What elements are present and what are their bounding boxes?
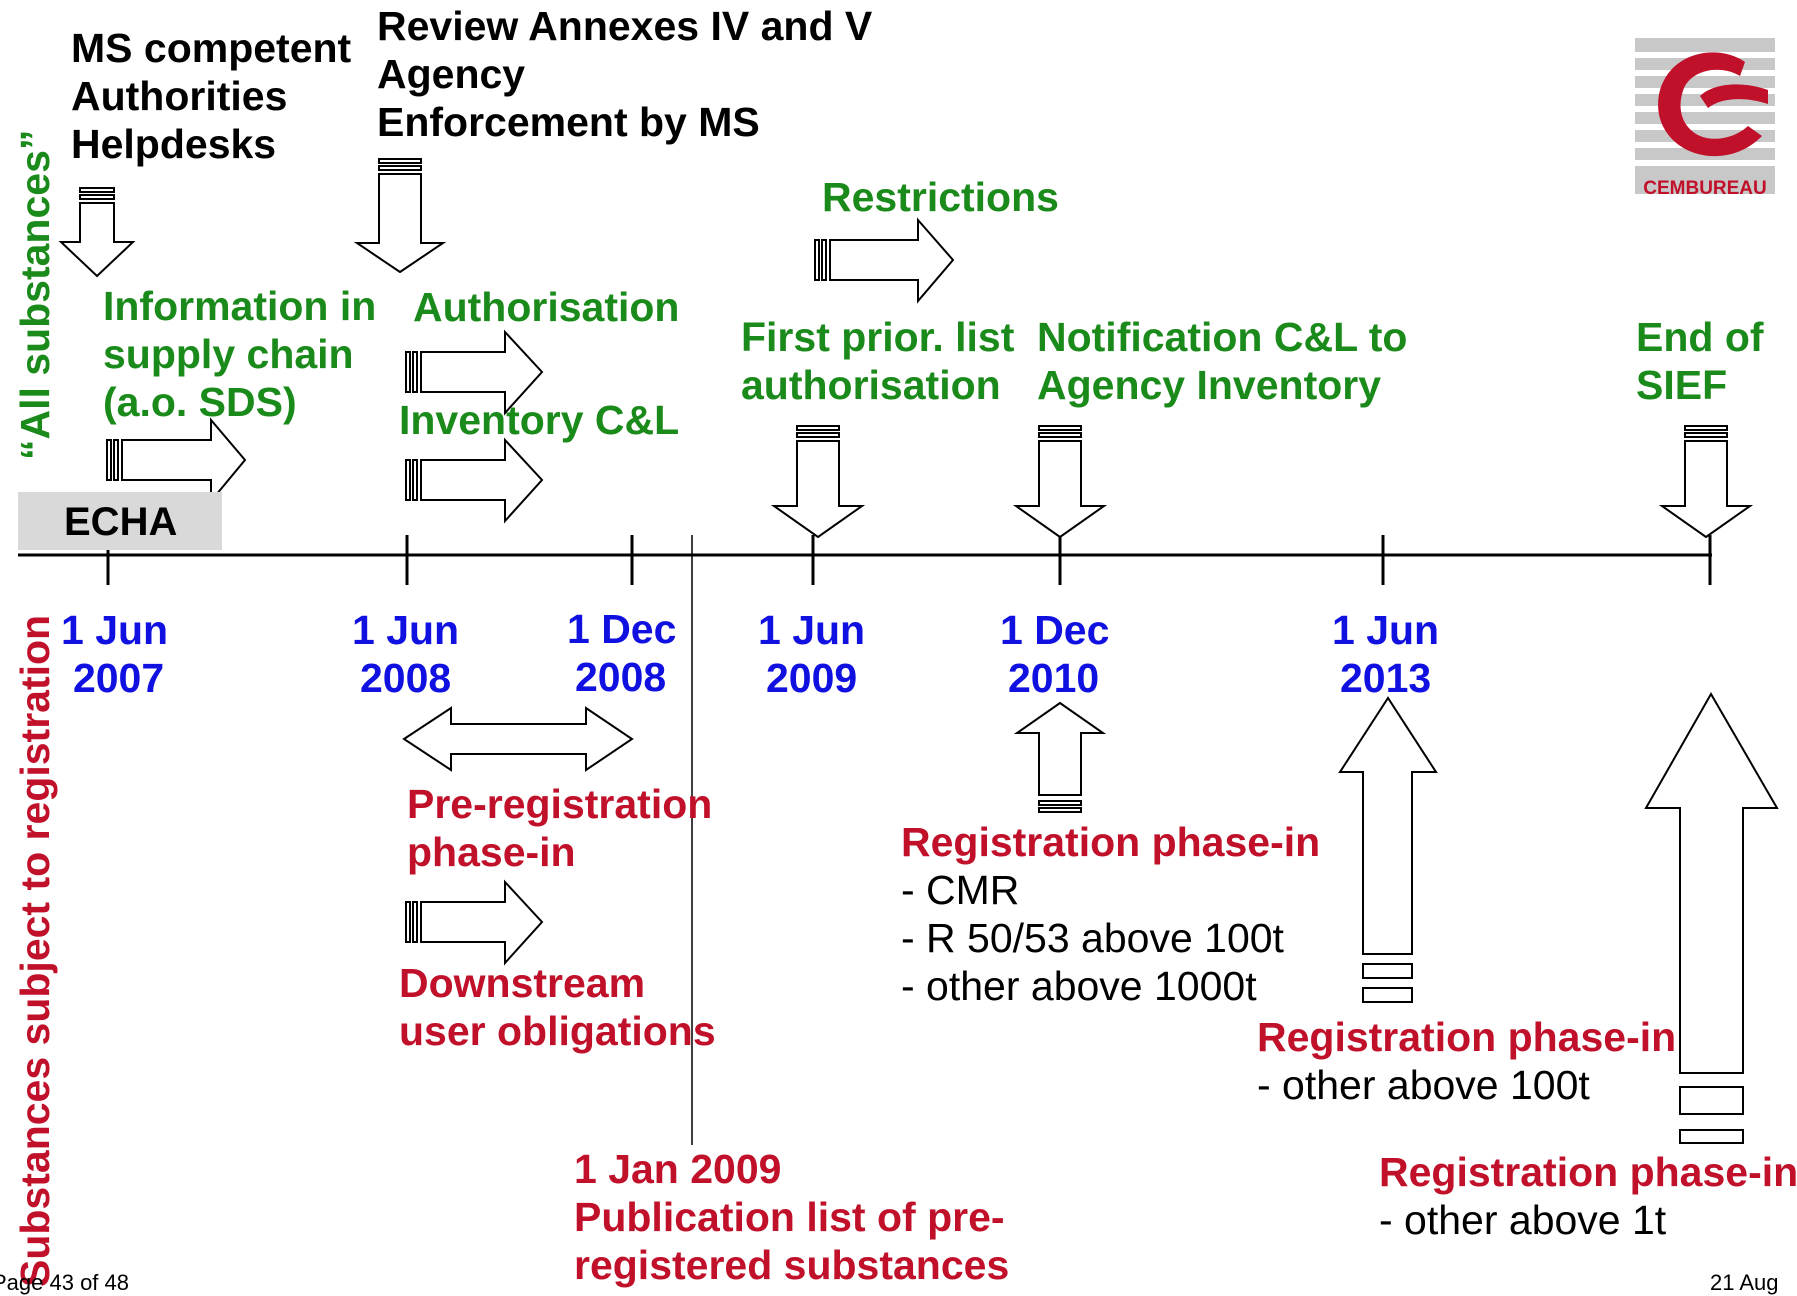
first-prior-text: First prior. list authorisation	[741, 314, 1015, 408]
echa-label: ECHA	[64, 500, 178, 544]
down-arrow-review	[353, 158, 447, 274]
down-arrow-ms-authorities	[58, 187, 136, 278]
date-jun-2008: 1 Jun 2008	[352, 607, 460, 701]
footer-date: 21 Aug	[1710, 1270, 1779, 1295]
right-arrow-info	[106, 417, 247, 504]
date-dec-2010: 1 Dec 2010	[1000, 607, 1110, 701]
registration-2010-block: Registration phase-in - CMR - R 50/53 ab…	[901, 819, 1321, 1009]
jan-2009-text: 1 Jan 2009 Publication list of pre- regi…	[574, 1146, 1010, 1288]
cembureau-logo: CEMBUREAU	[1635, 38, 1775, 199]
double-arrow-pre-registration	[402, 706, 634, 772]
right-arrow-downstream	[405, 879, 544, 966]
down-arrow-2010	[1012, 425, 1108, 539]
down-arrow-sief	[1658, 425, 1754, 539]
right-arrow-restrictions	[814, 217, 955, 304]
right-arrow-inventory	[405, 437, 544, 524]
up-arrow-2013	[1338, 696, 1438, 1003]
date-dec-2008: 1 Dec 2008	[567, 606, 677, 700]
notification-text: Notification C&L to Agency Inventory	[1037, 314, 1408, 408]
echa-box	[18, 492, 222, 550]
restrictions-text: Restrictions	[822, 174, 1059, 220]
logo-c-mark	[1658, 52, 1762, 157]
logo-text: CEMBUREAU	[1643, 178, 1767, 199]
up-arrow-2010	[1013, 701, 1107, 813]
inventory-text: Inventory C&L	[399, 397, 680, 443]
pre-registration-text: Pre-registration phase-in	[407, 781, 713, 875]
end-sief-text: End of SIEF	[1636, 314, 1764, 408]
timeline-ticks	[106, 535, 1712, 585]
ms-authorities-text: MS competent Authorities Helpdesks	[71, 25, 352, 167]
info-supply-chain-text: Information in supply chain (a.o. SDS)	[103, 283, 377, 425]
date-jun-2007: 1 Jun 2007	[61, 607, 169, 701]
authorisation-text: Authorisation	[413, 284, 680, 330]
date-jun-2009: 1 Jun 2009	[758, 607, 866, 701]
down-arrow-2009	[770, 425, 866, 539]
page-number: Page 43 of 48	[0, 1270, 130, 1295]
side-label-subject-to-registration: Substances subject to registration	[12, 614, 58, 1287]
downstream-text: Downstream user obligations	[399, 960, 716, 1054]
date-jun-2013: 1 Jun 2013	[1332, 607, 1440, 701]
registration-2018-block: Registration phase-in - other above 1t	[1379, 1149, 1797, 1243]
right-arrow-authorisation	[405, 329, 544, 416]
up-arrow-2018	[1644, 691, 1779, 1144]
review-text: Review Annexes IV and V Agency Enforceme…	[377, 3, 873, 145]
registration-2013-block: Registration phase-in - other above 100t	[1257, 1014, 1677, 1108]
side-label-all-substances: “All substances”	[12, 129, 58, 460]
